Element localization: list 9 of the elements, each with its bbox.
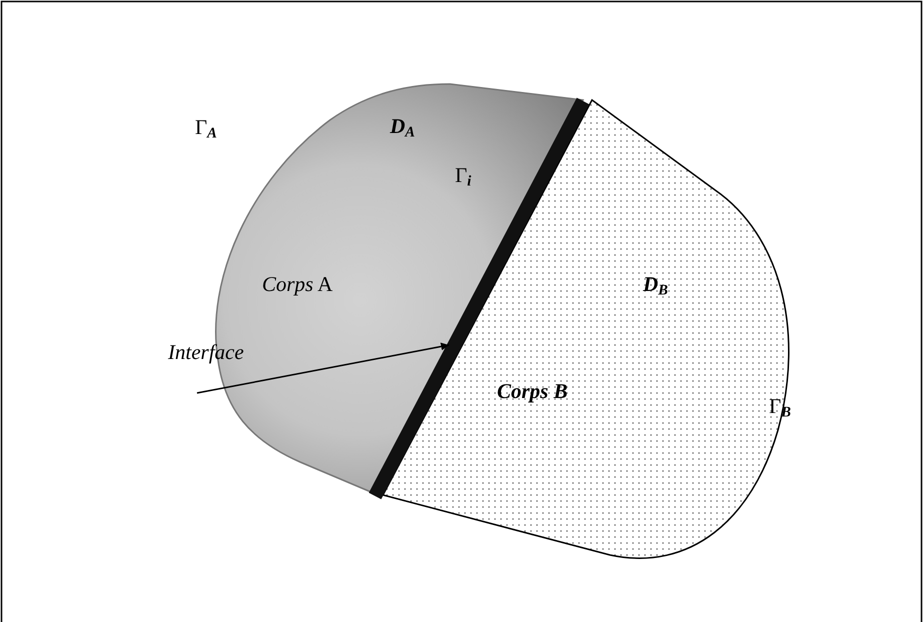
leader-line — [196, 342, 450, 394]
domain-label: D$_{B}$ — [643, 274, 668, 298]
body-label: Corps B — [497, 381, 568, 402]
interface-boundary-label: Γ$_{i}$ — [455, 165, 472, 190]
interface-label: Interface — [168, 342, 244, 363]
domain-label: D$_{A}$ — [390, 116, 415, 140]
body-label: Corps A — [262, 274, 333, 295]
boundary-label: Γ$_{B}$ — [769, 396, 791, 420]
boundary-label: Γ$_{A}$ — [195, 117, 217, 142]
